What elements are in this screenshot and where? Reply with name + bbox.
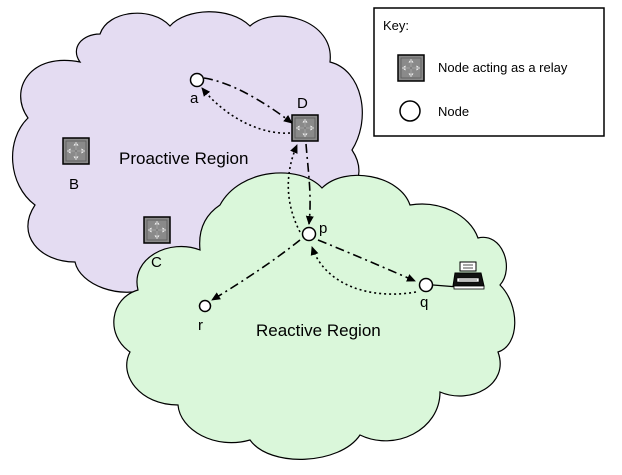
relay-node-c xyxy=(143,216,171,244)
relay-node-d xyxy=(291,114,319,142)
reactive-region-label: Reactive Region xyxy=(256,321,381,340)
node-d-label: D xyxy=(297,95,308,112)
link-d-to-p xyxy=(305,143,314,225)
node-q-label: q xyxy=(420,294,428,311)
printer-icon xyxy=(452,261,485,290)
node-a-label: a xyxy=(190,90,199,107)
node-a xyxy=(189,72,205,88)
node-p xyxy=(301,226,317,242)
key-box: Key: Node acting as a relay Node xyxy=(373,7,605,137)
node-q xyxy=(418,277,434,293)
relay-node-b xyxy=(62,137,90,165)
link-a-to-d xyxy=(203,77,293,124)
reactive-region-cloud xyxy=(113,172,516,460)
node-b-label: B xyxy=(69,176,79,193)
key-node-text: Node xyxy=(438,104,469,119)
link-p-to-d xyxy=(287,144,301,233)
node-c-label: C xyxy=(151,254,162,271)
key-relay-text: Node acting as a relay xyxy=(438,60,568,75)
key-node-icon xyxy=(399,100,421,122)
link-d-to-a xyxy=(201,87,291,134)
link-q-to-p xyxy=(310,246,417,295)
proactive-region-label: Proactive Region xyxy=(119,149,248,168)
key-relay-icon xyxy=(397,54,425,82)
node-r xyxy=(198,299,212,313)
node-r-label: r xyxy=(198,317,203,334)
node-p-label: p xyxy=(319,220,327,237)
key-title: Key: xyxy=(383,18,409,33)
